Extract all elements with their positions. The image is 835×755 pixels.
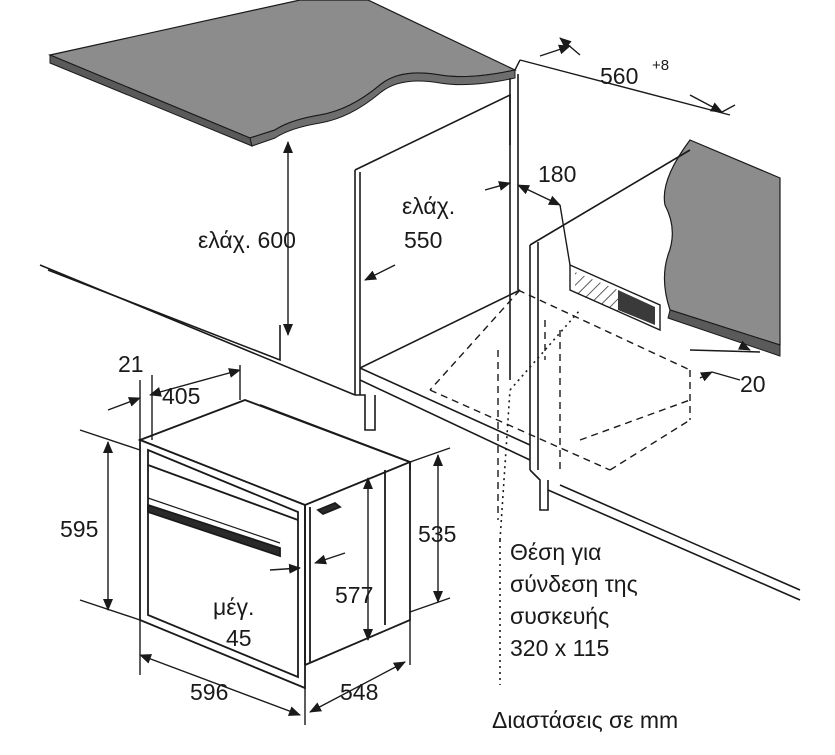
dim-oven-width: 596	[190, 679, 228, 705]
dim-cabinet-depth-tolerance: +8	[652, 57, 669, 74]
dimension-labels: 560 +8 180 ελάχ. 600 ελάχ. 550 20 21 405…	[60, 57, 766, 705]
countertop-right	[663, 139, 781, 357]
dim-max-line1: μέγ.	[213, 594, 254, 620]
units-note: Διαστάσεις σε mm	[492, 707, 678, 733]
countertop-left	[48, 0, 517, 147]
connection-note-line4: 320 x 115	[510, 635, 609, 661]
dim-oven-top-depth: 405	[162, 383, 200, 409]
connection-note-line2: σύνδεση της	[510, 571, 638, 597]
dim-cabinet-depth: 560	[600, 63, 638, 89]
connection-area	[569, 263, 661, 332]
dim-gap-top: 180	[538, 161, 576, 187]
dim-oven-inner-height: 577	[335, 582, 373, 608]
cabinet-niche	[39, 74, 801, 601]
dim-max-line2: 45	[226, 625, 252, 651]
dim-min-width-line2: 550	[404, 227, 442, 253]
dim-side-gap: 20	[740, 371, 766, 397]
dim-oven-body-height: 535	[418, 521, 456, 547]
dim-front-thickness: 21	[118, 351, 144, 377]
hidden-edges	[429, 289, 691, 520]
dim-min-width-line1: ελάχ.	[402, 193, 455, 219]
connection-note: Θέση για σύνδεση της συσκευής 320 x 115	[510, 539, 638, 661]
dimension-lines	[79, 37, 761, 725]
dim-oven-height: 595	[60, 516, 98, 542]
connection-zone-lines	[499, 309, 581, 685]
oven	[137, 399, 413, 690]
dim-oven-depth: 548	[340, 679, 378, 705]
connection-note-line3: συσκευής	[510, 603, 609, 629]
connection-note-line1: Θέση για	[510, 539, 601, 565]
dim-min-height: ελάχ. 600	[198, 227, 296, 253]
